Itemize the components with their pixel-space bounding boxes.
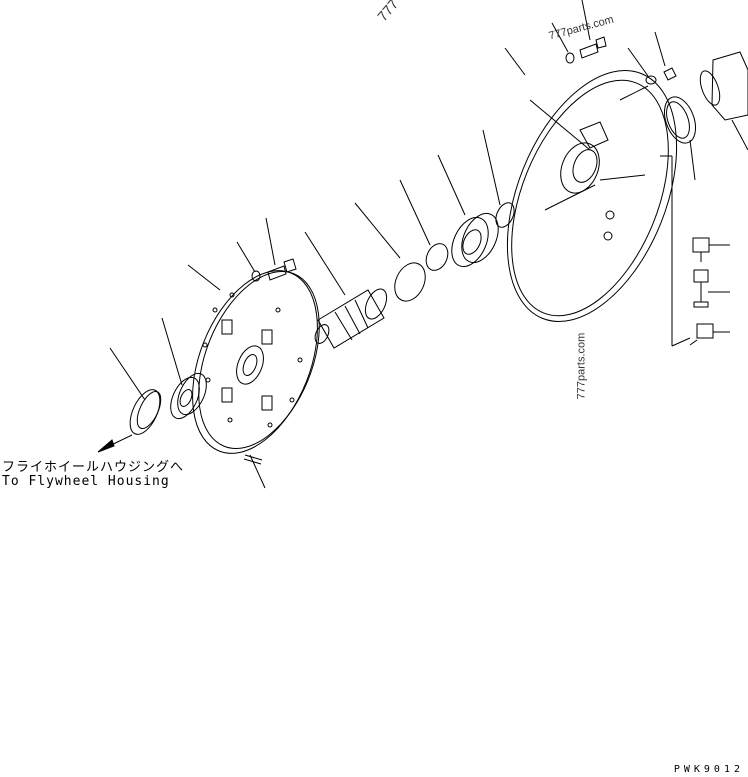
seal-ring-part <box>129 389 162 435</box>
coupling-flange-part <box>699 51 748 121</box>
destination-label-jp: フライホイールハウジングへ <box>2 460 185 475</box>
destination-label-en: To Flywheel Housing <box>2 474 170 489</box>
spline-shaft-part <box>314 288 388 349</box>
top-bolt-part <box>565 36 677 85</box>
snap-rings-part <box>394 202 515 302</box>
leader-lines <box>97 0 748 489</box>
damper-disk-part <box>192 270 320 465</box>
bearing-part <box>170 372 207 420</box>
watermark: 777parts.com <box>575 332 588 400</box>
oil-seal-part <box>663 96 697 144</box>
bolt-part <box>251 258 297 282</box>
large-bearing-part <box>451 212 499 268</box>
housing-part <box>506 70 678 322</box>
drawing-code: PWK9012 <box>673 764 744 775</box>
